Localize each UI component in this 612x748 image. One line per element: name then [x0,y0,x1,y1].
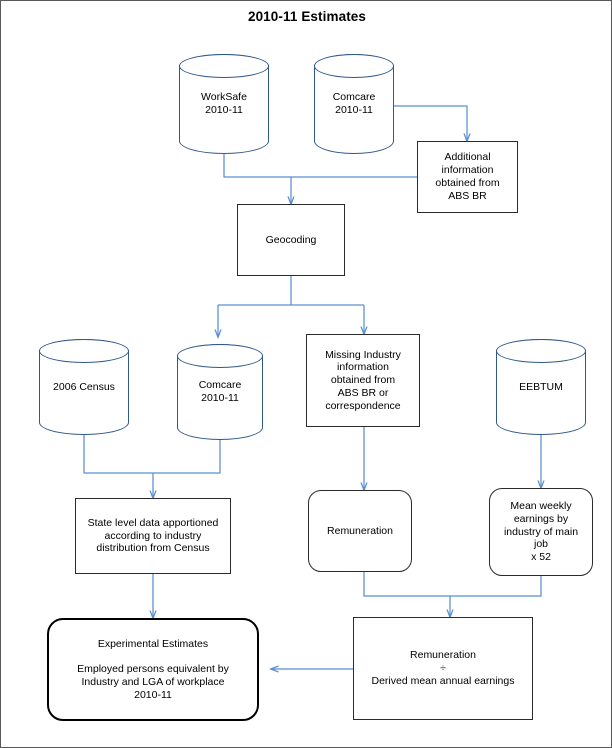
edge-census-bus [83,435,153,474]
node-worksafe-database[interactable]: WorkSafe 2010-11 [178,53,269,154]
cylinder-top-ellipse [38,338,129,363]
node-label: Mean weekly earnings by industry of main… [503,500,579,564]
edge-meanweekly-bus [450,576,542,597]
node-label: Geocoding [265,233,317,246]
edge-comcaremid-bus [153,440,221,474]
node-additional-information-box[interactable]: Additional information obtained from ABS… [417,141,518,213]
node-missing-industry-box[interactable]: Missing Industry information obtained fr… [306,334,420,427]
node-experimental-estimates-box[interactable]: Experimental Estimates Employed persons … [47,618,259,721]
cylinder-top-ellipse [176,343,263,368]
node-label: Experimental Estimates Employed persons … [77,637,229,701]
edge-worksafe-bus [223,154,291,178]
node-state-level-data-box[interactable]: State level data apportioned according t… [75,498,231,574]
node-remuneration-divided-box[interactable]: Remuneration ÷ Derived mean annual earni… [353,617,533,720]
cylinder-top-ellipse [495,338,586,363]
edge-comcare-additional [393,105,467,141]
node-comcare-top-database[interactable]: Comcare 2010-11 [313,53,394,154]
node-label: WorkSafe 2010-11 [201,91,247,116]
node-label: Remuneration ÷ Derived mean annual earni… [371,649,515,687]
node-label: State level data apportioned according t… [87,516,219,555]
node-label: EEBTUM [519,380,563,393]
node-comcare-mid-database[interactable]: Comcare 2010-11 [176,343,263,440]
node-label: Comcare 2010-11 [198,379,242,404]
node-geocoding-box[interactable]: Geocoding [237,204,345,276]
cylinder-top-ellipse [313,53,394,78]
page-title: 2010-11 Estimates [247,9,367,24]
node-label: Missing Industry information obtained fr… [325,348,401,412]
node-2006-census-database[interactable]: 2006 Census [38,338,129,435]
node-label: Remuneration [327,524,393,537]
node-remuneration-box[interactable]: Remuneration [308,490,412,572]
edge-remuneration1-bus [363,572,450,597]
node-label: 2006 Census [53,380,115,393]
node-mean-weekly-earnings-box[interactable]: Mean weekly earnings by industry of main… [489,488,593,576]
node-label: Comcare 2010-11 [332,91,376,116]
node-label: Additional information obtained from ABS… [435,151,500,202]
node-eebtum-database[interactable]: EEBTUM [495,338,586,435]
cylinder-top-ellipse [178,53,269,78]
